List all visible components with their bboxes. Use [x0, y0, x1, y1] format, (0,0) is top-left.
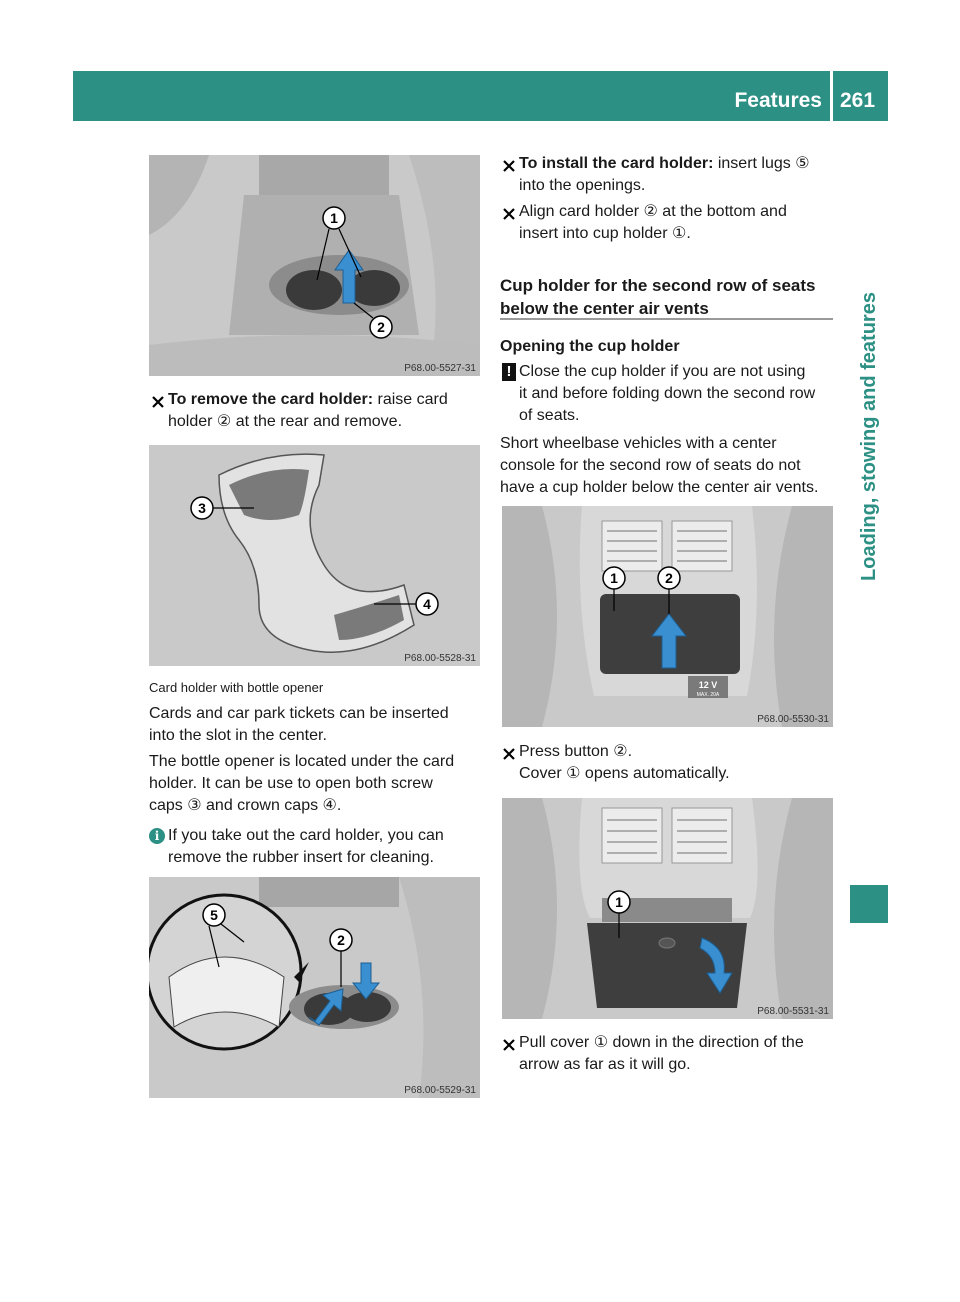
info-line-1: If you take out the card holder, you can — [168, 827, 444, 844]
info-line-2: remove the rubber insert for cleaning. — [168, 849, 434, 866]
chapter-side-tab: Loading, stowing and features — [850, 236, 888, 636]
step-bullet-icon — [503, 1039, 515, 1051]
step-align-line-2: insert into cup holder ①. — [519, 225, 691, 242]
paragraph-short-line-3: have a cup holder below the center air v… — [500, 479, 819, 496]
section-heading-line-2: below the center air vents — [500, 299, 709, 318]
figure-code: P68.00-5530-31 — [757, 714, 829, 725]
step-press-line-2: Cover ① opens automatically. — [519, 765, 730, 782]
step-align-line-1: Align card holder ② at the bottom and — [519, 203, 787, 220]
paragraph-opener-line-1: The bottle opener is located under the c… — [149, 753, 455, 770]
label-1: 1 — [610, 570, 618, 586]
step-bullet-icon — [503, 748, 515, 760]
figure-card-holder-illustration: 3 4 — [149, 445, 480, 666]
page-number: 261 — [840, 89, 876, 112]
paragraph-opener-line-2: holder. It can be use to open both screw — [149, 775, 433, 792]
figure-rear-console-open: 1 P68.00-5531-31 — [502, 798, 833, 1019]
label-2: 2 — [377, 319, 385, 335]
step-bullet-icon — [503, 208, 515, 220]
figure-card-holder: 3 4 P68.00-5528-31 — [149, 445, 480, 666]
label-1: 1 — [330, 210, 338, 226]
step-remove-line-2: holder ② at the rear and remove. — [168, 413, 403, 430]
figure-install-card-holder: 5 2 P68.00-5529-31 — [149, 877, 480, 1098]
paragraph-cards-line-2: into the slot in the center. — [149, 727, 327, 744]
header-bar — [73, 71, 888, 121]
warning-icon: ! — [502, 363, 516, 381]
paragraph-cards-line-1: Cards and car park tickets can be insert… — [149, 705, 449, 722]
figure-rear-console-closed: 12 V MAX. 20A 1 2 P68.00-5530-31 — [502, 506, 833, 727]
figure-install-illustration: 5 2 — [149, 877, 480, 1098]
step-pull-cover: Pull cover ① down in the direction of th… — [519, 1034, 804, 1051]
step-pull-line-2: arrow as far as it will go. — [519, 1056, 691, 1073]
figure-rear-console-closed-illustration: 12 V MAX. 20A 1 2 — [502, 506, 833, 727]
step-install-line-2: into the openings. — [519, 177, 646, 194]
warning-line-1: Close the cup holder if you are not usin… — [519, 363, 806, 380]
label-4: 4 — [423, 596, 431, 612]
label-5: 5 — [210, 907, 218, 923]
figure-code: P68.00-5528-31 — [404, 653, 476, 664]
heading-rule — [500, 318, 833, 320]
subheading: Opening the cup holder — [500, 338, 680, 355]
paragraph-opener-line-3: caps ③ and crown caps ④. — [149, 797, 342, 814]
section-heading-line-1: Cup holder for the second row of seats — [500, 276, 816, 295]
step-press-button: Press button ②. — [519, 743, 633, 760]
socket-label-12v: 12 V — [699, 680, 718, 690]
figure-cup-holder-top: 1 2 P68.00-5527-31 — [149, 155, 480, 376]
warning-line-3: of seats. — [519, 407, 580, 424]
paragraph-short-line-1: Short wheelbase vehicles with a center — [500, 435, 777, 452]
header-divider — [830, 71, 833, 121]
chapter-label: Loading, stowing and features — [857, 291, 880, 581]
step-bullet-icon — [152, 396, 164, 408]
figure-code: P68.00-5531-31 — [757, 1006, 829, 1017]
label-2: 2 — [665, 570, 673, 586]
label-2b: 2 — [337, 932, 345, 948]
figure-code: P68.00-5527-31 — [404, 363, 476, 374]
page-section-title: Features — [734, 89, 822, 112]
paragraph-short-line-2: console for the second row of seats do n… — [500, 457, 801, 474]
figure-caption: Card holder with bottle opener — [149, 680, 324, 695]
label-3: 3 — [198, 500, 206, 516]
socket-label-max: MAX. 20A — [697, 692, 720, 698]
step-bullet-icon — [503, 160, 515, 172]
figure-cup-holder-top-illustration: 1 2 — [149, 155, 480, 376]
info-icon: i — [149, 828, 165, 844]
figure-code: P68.00-5529-31 — [404, 1085, 476, 1096]
figure-rear-console-open-illustration: 1 — [502, 798, 833, 1019]
warning-line-2: it and before folding down the second ro… — [519, 385, 816, 402]
side-marker-block — [850, 885, 888, 923]
step-install-card-holder: To install the card holder: insert lugs … — [519, 155, 810, 172]
label-1: 1 — [615, 894, 623, 910]
step-remove-card-holder: To remove the card holder: raise card — [168, 391, 448, 408]
